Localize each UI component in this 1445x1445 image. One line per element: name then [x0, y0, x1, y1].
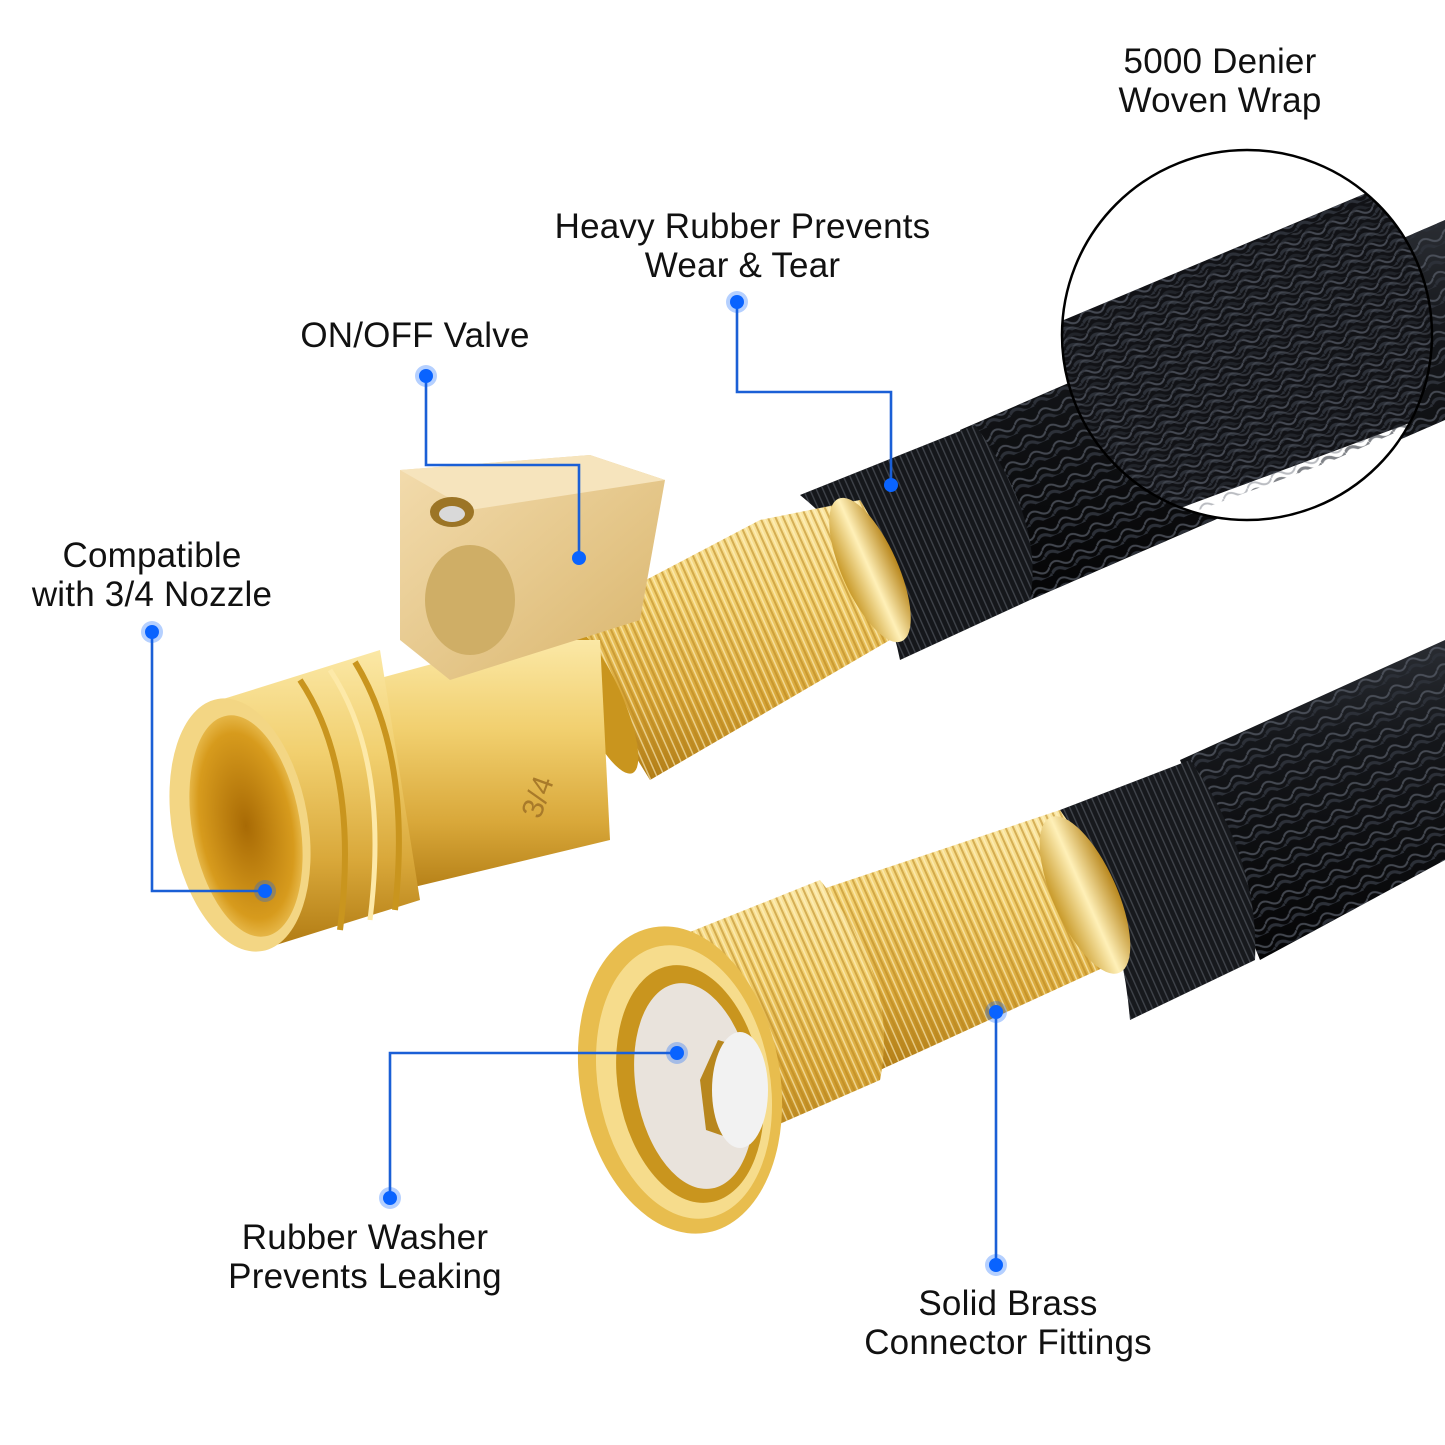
- callout-washer-line2: Prevents Leaking: [228, 1257, 502, 1296]
- dot-valve-end: [572, 551, 586, 565]
- inset-ring: [1060, 148, 1434, 522]
- upper-rubber-collar: [800, 425, 1033, 660]
- callout-heavy-rubber-line2: Wear & Tear: [644, 246, 841, 285]
- dot-brass-top: [989, 1005, 1003, 1019]
- callout-lines: [150, 302, 998, 1265]
- callout-brass: Solid Brass Connector Fittings: [843, 1284, 1173, 1362]
- dot-brass-bottom: [989, 1258, 1003, 1272]
- callout-nozzle-line1: Compatible: [62, 536, 242, 575]
- dot-nozzle-top: [145, 625, 159, 639]
- callout-washer: Rubber Washer Prevents Leaking: [205, 1218, 525, 1296]
- callout-brass-line1: Solid Brass: [918, 1284, 1098, 1323]
- callout-dots: [145, 295, 1003, 1272]
- dot-nozzle-end: [258, 884, 272, 898]
- dot-valve-top: [419, 369, 433, 383]
- callout-valve-line1: ON/OFF Valve: [300, 316, 530, 355]
- lower-brass-coupling: [577, 810, 1131, 1234]
- male-threaded-end: [169, 650, 420, 952]
- callout-heavy-rubber: Heavy Rubber Prevents Wear & Tear: [530, 207, 955, 285]
- callout-heavy-rubber-line1: Heavy Rubber Prevents: [554, 207, 931, 246]
- callout-washer-line1: Rubber Washer: [241, 1218, 489, 1257]
- callout-valve: ON/OFF Valve: [280, 316, 550, 355]
- valve-handle: [400, 455, 665, 680]
- callout-woven-wrap-line1: 5000 Denier: [1123, 42, 1317, 81]
- callout-woven-wrap: 5000 Denier Woven Wrap: [1100, 42, 1340, 120]
- dot-rubber-top: [730, 295, 744, 309]
- dot-washer-bottom: [383, 1191, 397, 1205]
- woven-wrap-inset: [1060, 148, 1434, 522]
- lower-rubber-collar: [1060, 760, 1256, 1020]
- dot-washer-end: [670, 1046, 684, 1060]
- callout-brass-line2: Connector Fittings: [864, 1323, 1152, 1362]
- dot-rubber-end: [884, 478, 898, 492]
- callout-woven-wrap-line2: Woven Wrap: [1118, 81, 1322, 120]
- callout-nozzle-line2: with 3/4 Nozzle: [31, 575, 273, 614]
- callout-nozzle: Compatible with 3/4 Nozzle: [12, 536, 292, 614]
